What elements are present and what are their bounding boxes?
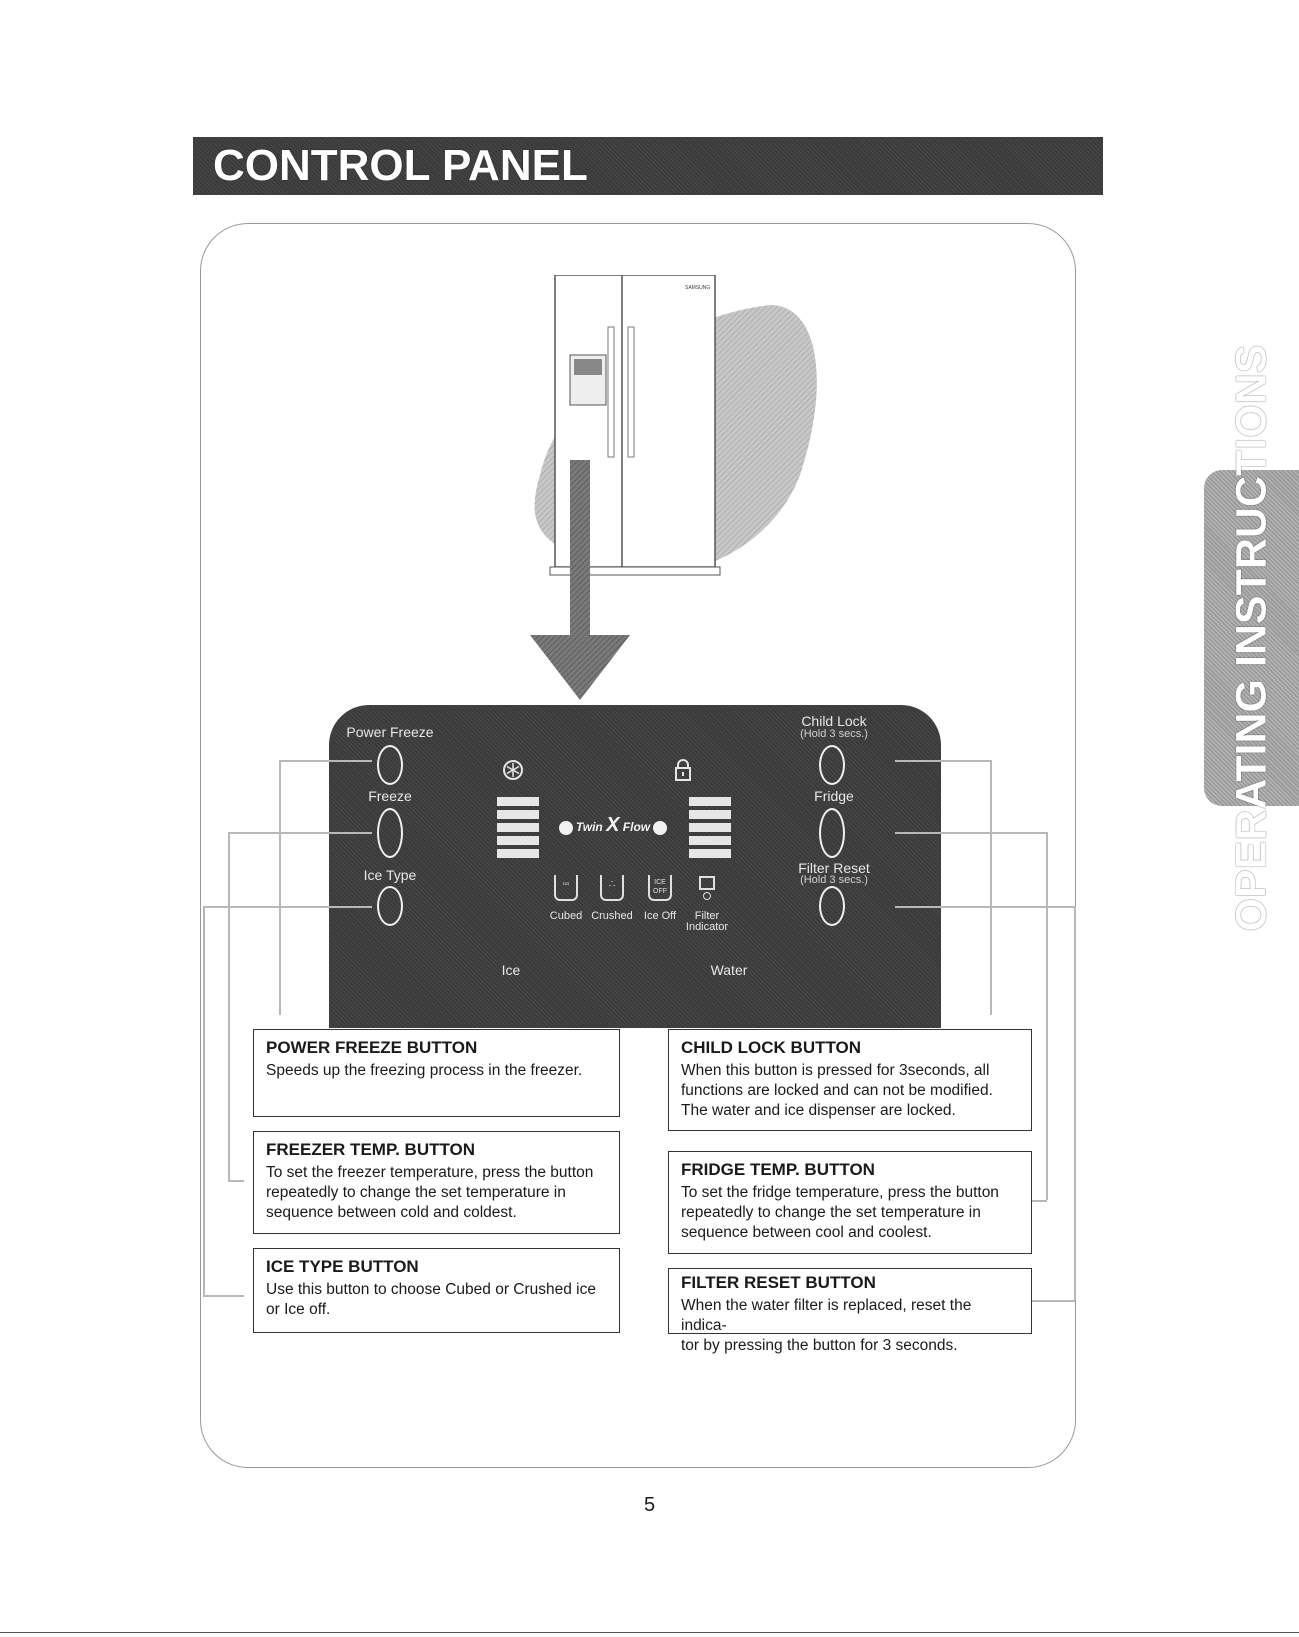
child-lock-text-line3: The water and ice dispenser are locked. bbox=[681, 1102, 956, 1119]
connector-fridge-temp bbox=[895, 832, 1047, 834]
control-panel: Power Freeze Freeze Ice Type Child Lock … bbox=[329, 705, 941, 1028]
connector-ice-type-h bbox=[203, 1295, 244, 1297]
connector-freezer-temp bbox=[228, 832, 372, 834]
bottom-rule bbox=[0, 1632, 1299, 1633]
freezer-temp-level-bars bbox=[497, 797, 539, 862]
brand-logo: SAMSUNG bbox=[685, 285, 710, 291]
ice-type-button[interactable] bbox=[377, 886, 403, 926]
freezer-temp-title: FREEZER TEMP. BUTTON bbox=[266, 1140, 476, 1159]
crushed-ice-icon: ∴ bbox=[600, 875, 624, 901]
filter-indicator-label-line1: Filter bbox=[694, 910, 720, 922]
ice-type-title: ICE TYPE BUTTON bbox=[266, 1257, 419, 1276]
connector-filter-reset bbox=[895, 906, 1075, 908]
connector-filter-reset-v bbox=[1074, 906, 1076, 1300]
ice-type-description: ICE TYPE BUTTON Use this button to choos… bbox=[253, 1248, 620, 1333]
child-lock-label: Child Lock bbox=[801, 713, 867, 729]
ice-type-text-line1: Use this button to choose Cubed or Crush… bbox=[266, 1281, 596, 1298]
fridge-temp-button[interactable] bbox=[819, 808, 845, 858]
filter-indicator-label-line2: Indicator bbox=[685, 921, 729, 933]
filter-reset-button[interactable] bbox=[819, 886, 845, 926]
fridge-temp-text-line3: sequence between cool and coolest. bbox=[681, 1224, 932, 1241]
filter-reset-title: FILTER RESET BUTTON bbox=[681, 1273, 876, 1292]
connector-filter-reset-h bbox=[1032, 1300, 1075, 1302]
twin-x-flow-logo: Twin X Flow bbox=[551, 813, 675, 837]
water-section-label: Water bbox=[710, 962, 748, 978]
filter-reset-text-line1: When the water filter is replaced, reset… bbox=[681, 1297, 972, 1334]
filter-indicator-icon bbox=[699, 876, 715, 890]
flow-logo-swirl-icon bbox=[653, 820, 668, 835]
lock-icon bbox=[675, 759, 691, 781]
power-freeze-description: POWER FREEZE BUTTON Speeds up the freezi… bbox=[253, 1029, 620, 1117]
connector-child-lock bbox=[895, 760, 990, 762]
content-frame bbox=[200, 223, 1076, 1468]
connector-child-lock-v bbox=[990, 760, 992, 1015]
child-lock-description: CHILD LOCK BUTTON When this button is pr… bbox=[668, 1029, 1032, 1131]
fridge-illustration: SAMSUNG bbox=[530, 275, 817, 700]
ice-off-label: Ice Off bbox=[643, 910, 677, 922]
power-freeze-title: POWER FREEZE BUTTON bbox=[266, 1038, 478, 1057]
section-side-tab: OPERATING INSTRUCTIONS bbox=[1204, 345, 1299, 931]
fridge-temp-level-bars bbox=[689, 797, 731, 862]
power-freeze-label: Power Freeze bbox=[346, 724, 434, 740]
logo-x-icon: X bbox=[606, 814, 620, 836]
freezer-temp-text-line3: sequence between cold and coldest. bbox=[266, 1204, 517, 1221]
ice-off-icon: ICE OFF bbox=[648, 875, 672, 901]
filter-reset-text-line2: tor by pressing the button for 3 seconds… bbox=[681, 1337, 958, 1354]
freezer-temp-button[interactable] bbox=[377, 808, 403, 858]
page-title: CONTROL PANEL bbox=[213, 141, 588, 190]
freezer-temp-description: FREEZER TEMP. BUTTON To set the freezer … bbox=[253, 1131, 620, 1234]
connector-ice-type bbox=[203, 906, 372, 908]
child-lock-button[interactable] bbox=[819, 745, 845, 785]
child-lock-hold-note: (Hold 3 secs.) bbox=[800, 728, 868, 740]
connector-power-freeze-v bbox=[279, 760, 281, 1015]
freezer-temp-text-line2: repeatedly to change the set temperature… bbox=[266, 1184, 566, 1201]
child-lock-text-line1: When this button is pressed for 3seconds… bbox=[681, 1062, 990, 1079]
filter-reset-hold-note: (Hold 3 secs.) bbox=[800, 874, 868, 886]
freezer-temp-text-line1: To set the freezer temperature, press th… bbox=[266, 1164, 594, 1181]
ice-section-label: Ice bbox=[501, 962, 521, 978]
fridge-temp-text-line1: To set the fridge temperature, press the… bbox=[681, 1184, 999, 1201]
child-lock-text-line2: functions are locked and can not be modi… bbox=[681, 1082, 993, 1099]
fridge-temp-title: FRIDGE TEMP. BUTTON bbox=[681, 1160, 875, 1179]
logo-twin-text: Twin bbox=[575, 820, 603, 834]
fridge-base bbox=[549, 566, 721, 576]
cubed-ice-icon: ▫▫ bbox=[554, 875, 578, 901]
connector-freezer-temp-v bbox=[228, 832, 230, 1180]
logo-flow-text: Flow bbox=[622, 820, 651, 834]
connector-freezer-temp-h bbox=[228, 1180, 244, 1182]
twin-logo-swirl-icon bbox=[558, 820, 573, 835]
filter-indicator-drop-icon bbox=[703, 892, 711, 900]
connector-power-freeze bbox=[279, 760, 372, 762]
ice-type-text-line2: or Ice off. bbox=[266, 1301, 331, 1318]
fridge-temp-text-line2: repeatedly to change the set temperature… bbox=[681, 1204, 981, 1221]
crushed-label: Crushed bbox=[591, 910, 633, 922]
fridge-label: Fridge bbox=[814, 788, 854, 804]
fridge-temp-description: FRIDGE TEMP. BUTTON To set the fridge te… bbox=[668, 1151, 1032, 1254]
page-number: 5 bbox=[643, 1494, 656, 1516]
power-freeze-button[interactable] bbox=[377, 745, 403, 785]
freeze-label: Freeze bbox=[368, 788, 412, 804]
filter-reset-description: FILTER RESET BUTTON When the water filte… bbox=[668, 1268, 1032, 1354]
cubed-label: Cubed bbox=[549, 910, 583, 922]
snowflake-icon bbox=[503, 760, 523, 780]
section-title-bar: CONTROL PANEL bbox=[193, 137, 1103, 195]
connector-ice-type-v bbox=[203, 906, 205, 1295]
side-tab-label: OPERATING INSTRUCTIONS bbox=[1227, 344, 1275, 932]
power-freeze-text: Speeds up the freezing process in the fr… bbox=[266, 1062, 583, 1079]
connector-fridge-temp-h bbox=[1032, 1200, 1047, 1202]
child-lock-title: CHILD LOCK BUTTON bbox=[681, 1038, 862, 1057]
ice-type-label: Ice Type bbox=[363, 867, 417, 883]
connector-fridge-temp-v bbox=[1046, 832, 1048, 1200]
filter-reset-label: Filter Reset bbox=[798, 860, 870, 876]
down-arrow bbox=[530, 460, 630, 700]
